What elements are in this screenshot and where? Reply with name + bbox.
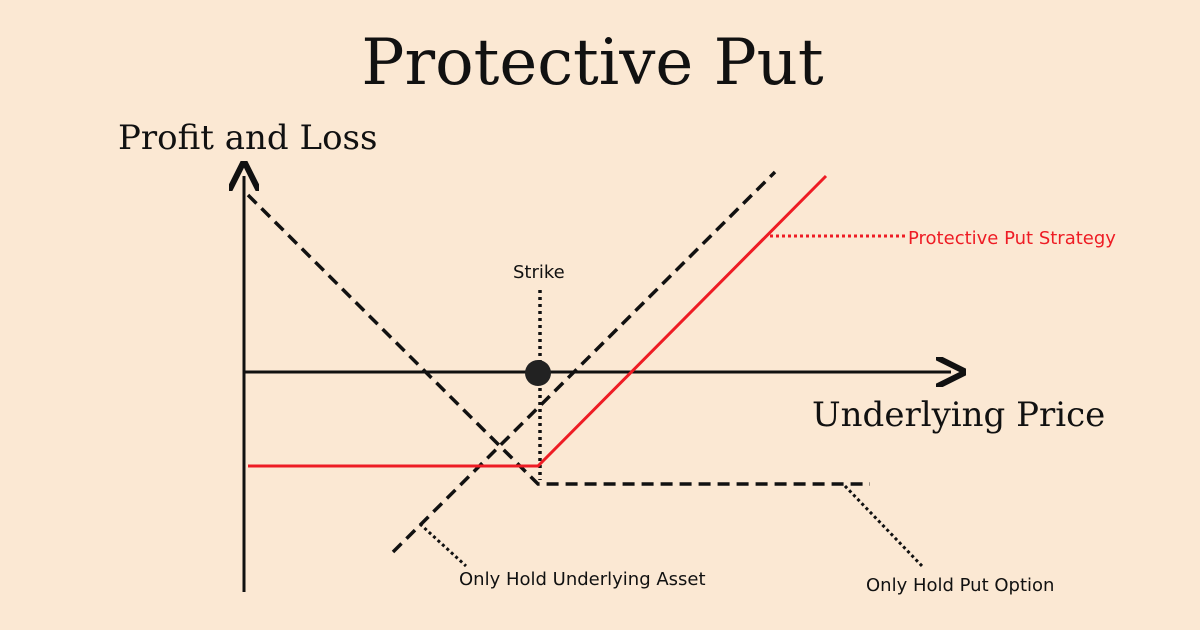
y-axis-label: Profit and Loss	[118, 118, 378, 158]
legend-put: Only Hold Put Option	[866, 575, 1055, 596]
page-title: Protective Put	[361, 26, 824, 100]
underlying-asset-line	[391, 170, 777, 554]
put-option-line	[246, 193, 870, 486]
strike-label: Strike	[513, 262, 565, 283]
underlying-leader	[418, 522, 468, 568]
legend-strategy: Protective Put Strategy	[908, 228, 1116, 249]
protective-put-line	[248, 174, 828, 468]
x-axis-label: Underlying Price	[812, 395, 1106, 435]
strike-point	[525, 360, 551, 386]
put-leader	[843, 484, 924, 568]
legend-underlying: Only Hold Underlying Asset	[459, 569, 706, 590]
